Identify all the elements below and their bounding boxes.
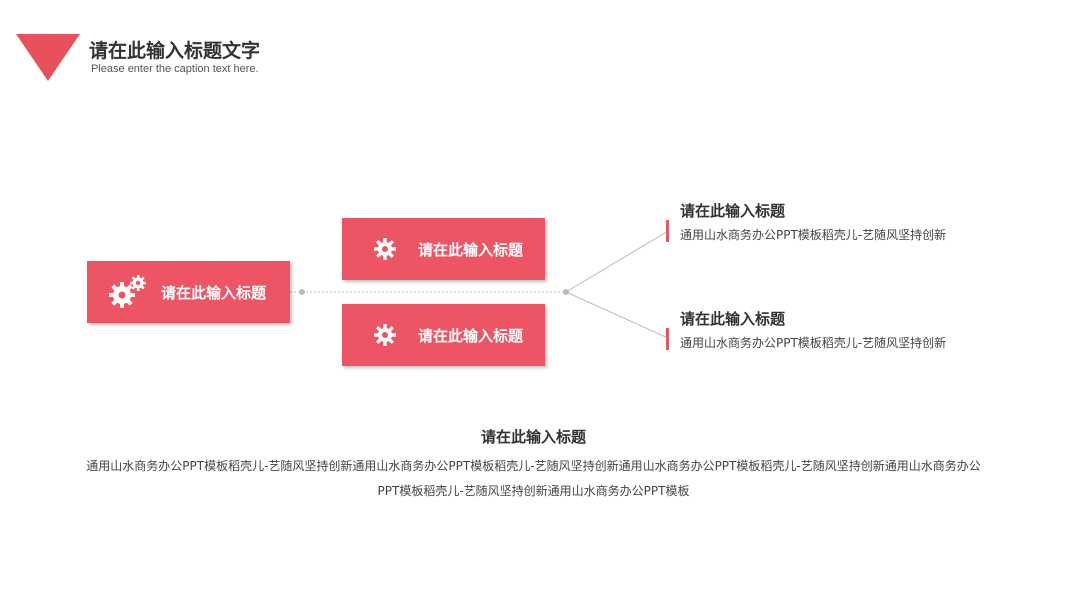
gear-icon [374,238,396,260]
footer-title: 请在此输入标题 [480,428,586,446]
accent-bar [666,220,669,242]
branch-label-2: 请在此输入标题 [418,326,524,345]
accent-bar [666,328,669,350]
gears-icon [107,274,147,310]
page-subtitle: Please enter the caption text here. [91,63,259,75]
branch-box-1: 请在此输入标题 [342,218,545,280]
branch-box-2: 请在此输入标题 [342,304,545,366]
branch-label-1: 请在此输入标题 [418,240,524,259]
connector-node-left [299,289,305,295]
connector-node-right [563,289,569,295]
detail-title-1: 请在此输入标题 [680,202,786,220]
corner-triangle-decoration [16,34,80,81]
gear-icon [374,324,396,346]
detail-text-2: 通用山水商务办公PPT模板稻壳儿-艺随风坚持创新 [680,336,947,350]
detail-text-1: 通用山水商务办公PPT模板稻壳儿-艺随风坚持创新 [680,228,947,242]
root-label: 请在此输入标题 [161,283,267,302]
detail-title-2: 请在此输入标题 [680,310,786,328]
root-box: 请在此输入标题 [87,261,290,323]
page-title: 请在此输入标题文字 [89,40,261,62]
footer-text: 通用山水商务办公PPT模板稻壳儿-艺随风坚持创新通用山水商务办公PPT模板稻壳儿… [86,459,981,498]
